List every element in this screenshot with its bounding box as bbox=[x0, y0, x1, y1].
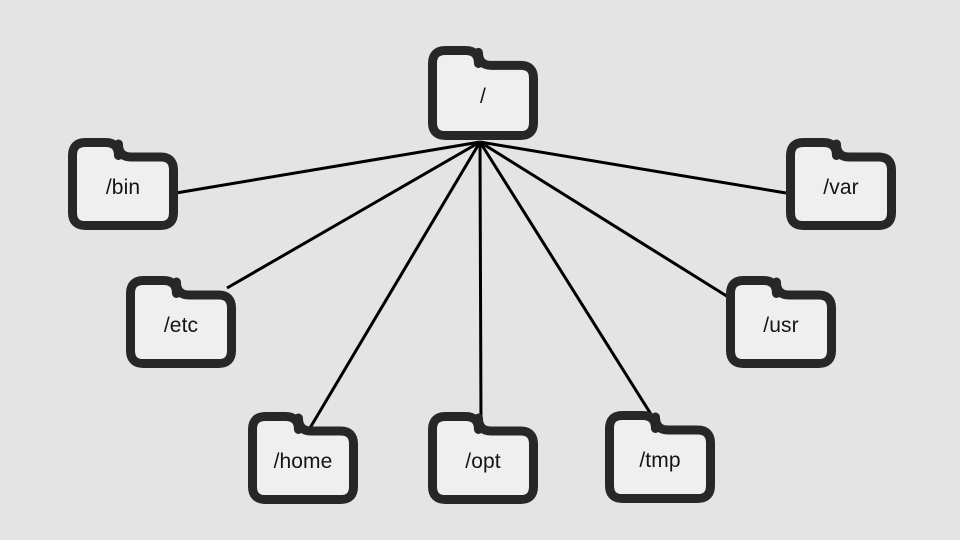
edge-root-bin bbox=[175, 140, 481, 195]
folder-outline bbox=[786, 138, 896, 230]
folder-icon bbox=[248, 412, 358, 504]
folder-icon bbox=[428, 46, 538, 140]
folder-outline bbox=[428, 412, 538, 504]
edge-root-home bbox=[308, 141, 482, 429]
folder-label-tmp: /tmp bbox=[639, 449, 681, 472]
folder-icon bbox=[126, 276, 236, 368]
folder-label-opt: /opt bbox=[465, 450, 501, 473]
folder-icon bbox=[68, 138, 178, 230]
edge-root-tmp bbox=[478, 141, 661, 428]
folder-label-home: /home bbox=[273, 450, 333, 473]
folder-icon bbox=[726, 276, 836, 368]
folder-outline bbox=[68, 138, 178, 230]
edge-root-var bbox=[479, 140, 787, 195]
folder-label-root: / bbox=[480, 85, 486, 108]
folder-label-bin: /bin bbox=[105, 176, 141, 199]
folder-label-etc: /etc bbox=[163, 314, 199, 337]
folder-outline bbox=[248, 412, 358, 504]
folder-outline bbox=[726, 276, 836, 368]
folder-outline bbox=[605, 411, 715, 503]
folder-outline bbox=[428, 46, 538, 140]
edge-root-etc bbox=[226, 140, 481, 290]
edge-root-usr bbox=[479, 140, 734, 302]
folder-icon bbox=[605, 411, 715, 503]
folder-icon bbox=[428, 412, 538, 504]
folder-label-var: /var bbox=[823, 176, 859, 199]
folder-icon bbox=[786, 138, 896, 230]
folder-outline bbox=[126, 276, 236, 368]
folder-label-usr: /usr bbox=[763, 314, 799, 337]
edge-root-opt bbox=[478, 141, 483, 429]
